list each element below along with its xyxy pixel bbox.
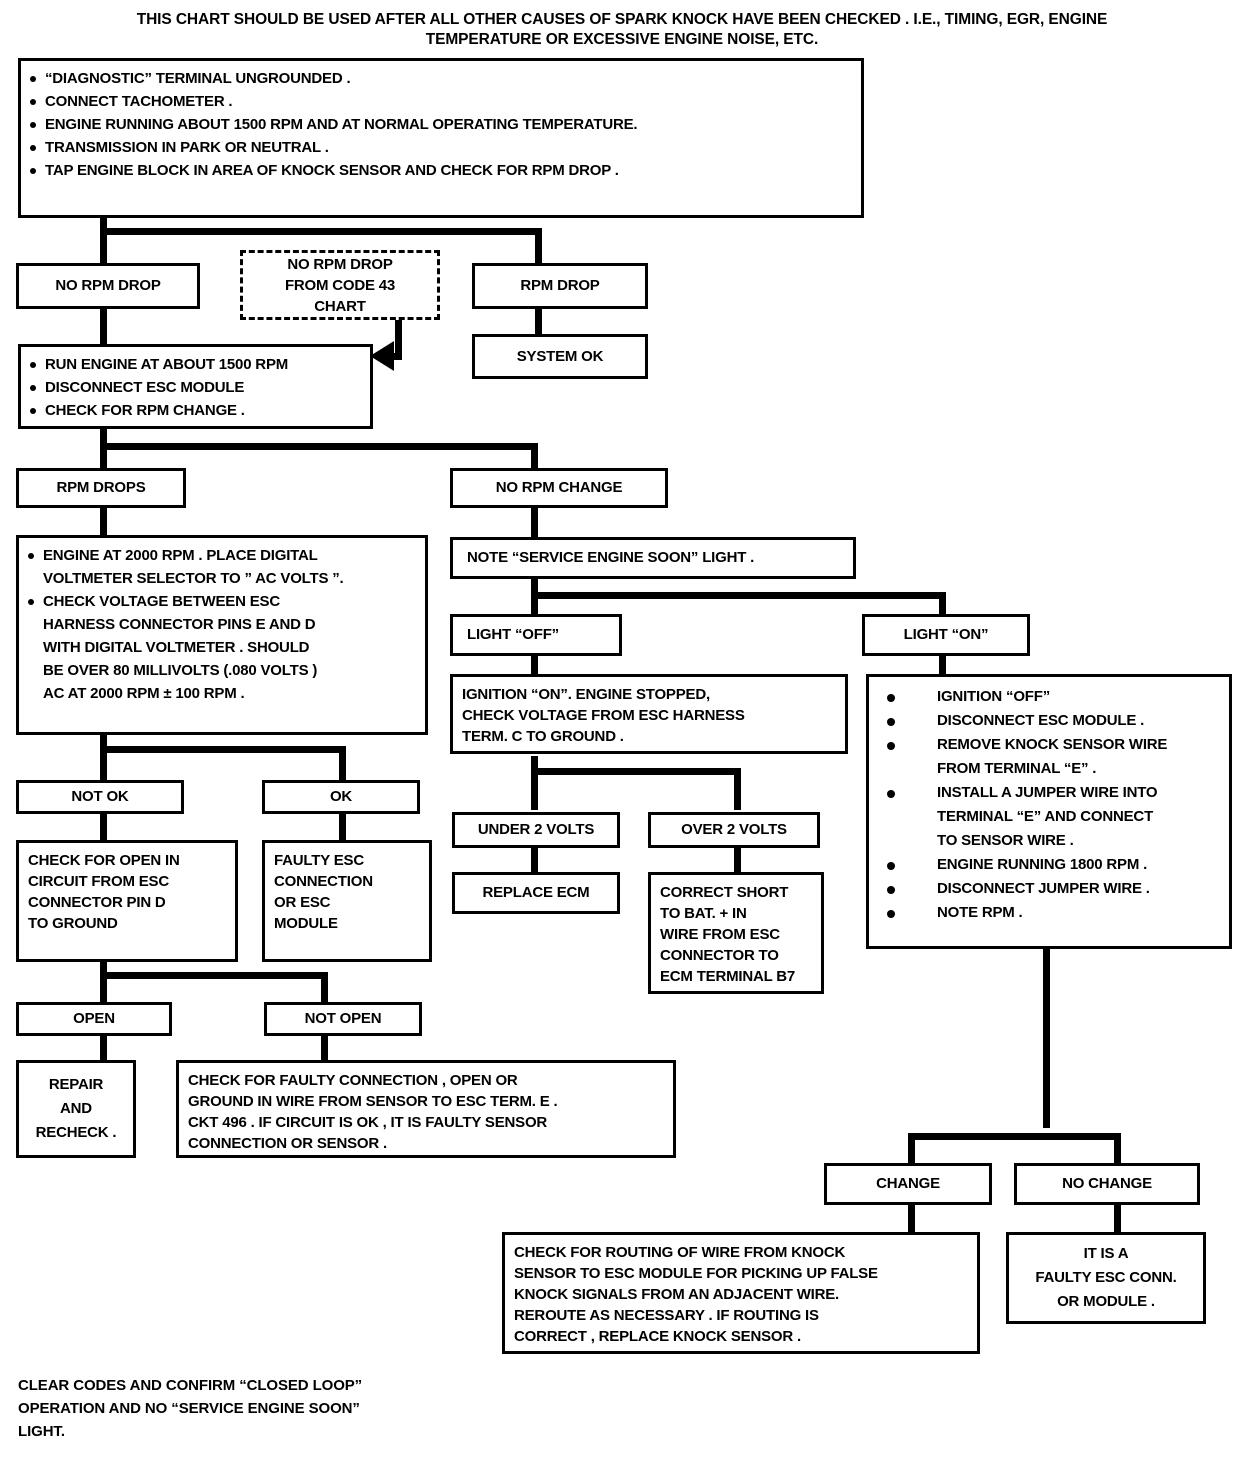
setup-bullet-list: “DIAGNOSTIC” TERMINAL UNGROUNDED . CONNE… <box>21 61 861 188</box>
light-on-step-3: REMOVE KNOCK SENSOR WIRE FROM TERMINAL “… <box>877 733 1221 781</box>
connector-open-notopen-bar <box>100 972 328 979</box>
node-setup: “DIAGNOSTIC” TERMINAL UNGROUNDED . CONNE… <box>18 58 864 218</box>
connector-notok-checkopen <box>100 810 107 842</box>
connector-to-not-open <box>321 972 328 1004</box>
node-correct-short-to-battery: CORRECT SHORT TO BAT. + IN WIRE FROM ESC… <box>648 872 824 994</box>
node-engine-2000-rpm: ENGINE AT 2000 RPM . PLACE DIGITAL VOLTM… <box>16 535 428 735</box>
node-not-ok: NOT OK <box>16 780 184 814</box>
node-ignition-on-check-voltage: IGNITION “ON”. ENGINE STOPPED, CHECK VOL… <box>450 674 848 754</box>
connector-ignitionon-stem <box>531 756 538 772</box>
light-on-step-2: DISCONNECT ESC MODULE . <box>877 709 1221 733</box>
connector-code43-down <box>395 320 402 360</box>
node-replace-ecm: REPLACE ECM <box>452 872 620 914</box>
arrowhead-into-run-engine <box>370 341 394 371</box>
setup-bullet-2: CONNECT TACHOMETER . <box>29 90 853 113</box>
engine-2000-bullet-1: ENGINE AT 2000 RPM . PLACE DIGITAL VOLTM… <box>27 544 417 590</box>
node-no-rpm-drop: NO RPM DROP <box>16 263 200 309</box>
run-engine-bullet-2: DISCONNECT ESC MODULE <box>29 376 362 399</box>
connector-top-split-bar <box>100 228 542 235</box>
node-check-for-open-in-circuit: CHECK FOR OPEN IN CIRCUIT FROM ESC CONNE… <box>16 840 238 962</box>
node-light-on-steps: IGNITION “OFF” DISCONNECT ESC MODULE . R… <box>866 674 1232 949</box>
node-change: CHANGE <box>824 1163 992 1205</box>
node-repair-and-recheck: REPAIR AND RECHECK . <box>16 1060 136 1158</box>
node-faulty-esc-conn-or-module: IT IS A FAULTY ESC CONN. OR MODULE . <box>1006 1232 1206 1324</box>
node-faulty-esc-connection-or-module: FAULTY ESC CONNECTION OR ESC MODULE <box>262 840 432 962</box>
node-ok: OK <box>262 780 420 814</box>
connector-nochange-faultyconn <box>1114 1203 1121 1235</box>
connector-to-open <box>100 972 107 1004</box>
connector-to-no-change <box>1114 1133 1121 1165</box>
node-system-ok: SYSTEM OK <box>472 334 648 379</box>
run-engine-bullet-1: RUN ENGINE AT ABOUT 1500 RPM <box>29 353 362 376</box>
light-on-step-5: ENGINE RUNNING 1800 RPM . <box>877 853 1221 877</box>
connector-to-no-rpm-change <box>531 443 538 469</box>
node-over-2-volts: OVER 2 VOLTS <box>648 812 820 848</box>
connector-setup-stem <box>100 215 107 233</box>
setup-bullet-3: ENGINE RUNNING ABOUT 1500 RPM AND AT NOR… <box>29 113 853 136</box>
connector-to-ok <box>339 746 346 780</box>
setup-bullet-1: “DIAGNOSTIC” TERMINAL UNGROUNDED . <box>29 67 853 90</box>
connector-volts-split-bar <box>531 768 741 775</box>
connector-to-not-ok <box>100 746 107 780</box>
connector-over2volts-correctshort <box>734 847 741 872</box>
node-run-engine: RUN ENGINE AT ABOUT 1500 RPM DISCONNECT … <box>18 344 373 429</box>
connector-open-repair <box>100 1035 107 1063</box>
node-no-rpm-drop-from-code-43-chart: NO RPM DROP FROM CODE 43 CHART <box>240 250 440 320</box>
connector-to-light-off <box>531 592 538 616</box>
connector-ok-faultyesc <box>339 810 346 842</box>
run-engine-bullet-list: RUN ENGINE AT ABOUT 1500 RPM DISCONNECT … <box>21 347 370 428</box>
connector-checkopen-stem <box>100 960 107 978</box>
chart-header-note: THIS CHART SHOULD BE USED AFTER ALL OTHE… <box>136 11 1108 48</box>
connector-lighton-steps <box>939 654 946 676</box>
engine-2000-bullet-2: CHECK VOLTAGE BETWEEN ESC HARNESS CONNEC… <box>27 590 417 705</box>
connector-notok-ok-bar <box>100 746 346 753</box>
node-rpm-drops: RPM DROPS <box>16 468 186 508</box>
connector-to-over2volts <box>734 768 741 810</box>
node-check-faulty-connection: CHECK FOR FAULTY CONNECTION , OPEN OR GR… <box>176 1060 676 1158</box>
connector-to-light-on <box>939 592 946 616</box>
node-light-off: LIGHT “OFF” <box>450 614 622 656</box>
node-not-open: NOT OPEN <box>264 1002 422 1036</box>
connector-notelight-stem <box>531 577 538 595</box>
node-no-rpm-change: NO RPM CHANGE <box>450 468 668 508</box>
node-light-on: LIGHT “ON” <box>862 614 1030 656</box>
setup-bullet-5: TAP ENGINE BLOCK IN AREA OF KNOCK SENSOR… <box>29 159 853 182</box>
connector-lightoff-ignitionon <box>531 654 538 676</box>
light-on-step-1: IGNITION “OFF” <box>877 685 1221 709</box>
light-on-step-7: NOTE RPM . <box>877 901 1221 925</box>
connector-runengine-stem <box>100 428 107 448</box>
connector-to-rpm-drop <box>535 228 542 264</box>
connector-change-split-bar <box>908 1133 1121 1140</box>
connector-rpmdrop-systemok <box>535 308 542 336</box>
engine-2000-bullet-list: ENGINE AT 2000 RPM . PLACE DIGITAL VOLTM… <box>19 538 425 711</box>
connector-to-change <box>908 1133 915 1165</box>
connector-to-under2volts <box>531 768 538 810</box>
connector-rpmdrops-engine2000 <box>100 506 107 536</box>
connector-to-no-rpm-drop <box>100 228 107 264</box>
connector-under2volts-replaceecm <box>531 847 538 872</box>
node-no-change: NO CHANGE <box>1014 1163 1200 1205</box>
light-on-step-4: INSTALL A JUMPER WIRE INTO TERMINAL “E” … <box>877 781 1221 853</box>
light-on-step-6: DISCONNECT JUMPER WIRE . <box>877 877 1221 901</box>
run-engine-bullet-3: CHECK FOR RPM CHANGE . <box>29 399 362 422</box>
connector-engine2000-stem <box>100 733 107 751</box>
node-check-routing-of-wire: CHECK FOR ROUTING OF WIRE FROM KNOCK SEN… <box>502 1232 980 1354</box>
connector-norpmchange-notelight <box>531 506 538 538</box>
node-rpm-drop: RPM DROP <box>472 263 648 309</box>
node-open: OPEN <box>16 1002 172 1036</box>
connector-light-split-bar <box>531 592 946 599</box>
connector-norpmdrop-runengine <box>100 308 107 346</box>
connector-steps-stem <box>1043 948 1050 1128</box>
chart-footer-note: CLEAR CODES AND CONFIRM “CLOSED LOOP” OP… <box>18 1377 363 1440</box>
connector-notopen-checkfaulty <box>321 1035 328 1063</box>
setup-bullet-4: TRANSMISSION IN PARK OR NEUTRAL . <box>29 136 853 159</box>
connector-runengine-split-bar <box>100 443 538 450</box>
connector-change-checkrouting <box>908 1203 915 1235</box>
node-note-service-engine-soon-light: NOTE “SERVICE ENGINE SOON” LIGHT . <box>450 537 856 579</box>
node-under-2-volts: UNDER 2 VOLTS <box>452 812 620 848</box>
connector-to-rpm-drops <box>100 443 107 469</box>
light-on-steps-bullet-list: IGNITION “OFF” DISCONNECT ESC MODULE . R… <box>869 677 1229 933</box>
